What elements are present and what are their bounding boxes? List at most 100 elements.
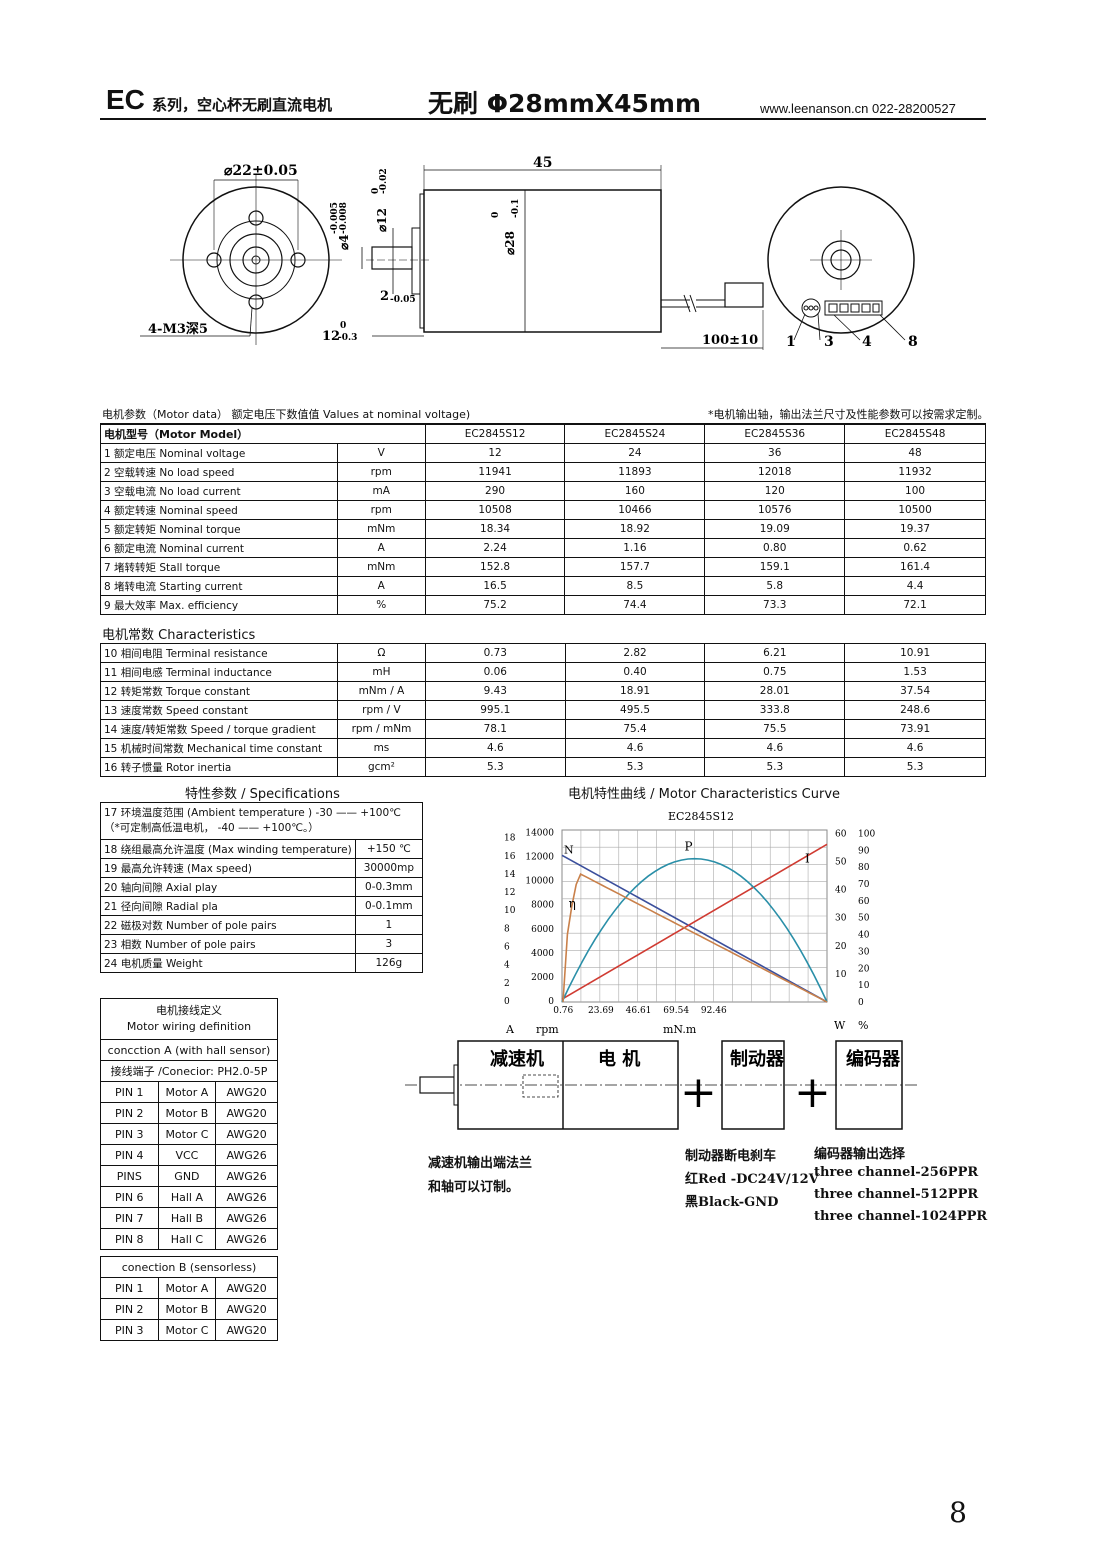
tick-label-w: 10 — [835, 970, 847, 980]
tick-label-pct: 10 — [858, 981, 870, 991]
row-value: 74.4 — [564, 595, 706, 615]
pin-wire: AWG20 — [215, 1298, 278, 1320]
pin-signal: GND — [157, 1165, 217, 1187]
row-value: 75.5 — [704, 719, 846, 739]
pin-signal: Motor A — [157, 1081, 217, 1103]
tick-label-a: 14 — [504, 870, 516, 880]
pin-number: PIN 1 — [100, 1277, 159, 1299]
spec-name: 23 相数 Number of pole pairs — [100, 934, 356, 954]
series-n-label: N — [564, 843, 574, 856]
tick-label-x: 92.46 — [701, 1006, 727, 1016]
series-n-line — [561, 854, 828, 1003]
row-value: 1.16 — [564, 538, 706, 558]
tick-label-rpm: 6000 — [531, 925, 554, 935]
connection-b-label: conection B (sensorless) — [100, 1256, 278, 1278]
svg-text:0: 0 — [340, 321, 346, 331]
row-value: 78.1 — [424, 719, 566, 739]
model-s48: EC2845S48 — [844, 423, 986, 444]
row-value: 0.62 — [844, 538, 986, 558]
row-unit: Ω — [336, 643, 426, 663]
motor-data-caption: 电机参数（Motor data） 额定电压下数值值 Values at nomi… — [102, 408, 471, 421]
assembly-diagram: 减速机 电 机 + 制动器 + 编码器 — [405, 1040, 920, 1130]
row-value: 19.09 — [704, 519, 846, 539]
tick-label-pct: 40 — [858, 931, 870, 941]
dim-holes: 4-M3深5 — [148, 321, 208, 337]
row-value: 75.4 — [564, 719, 706, 739]
pin-wire: AWG20 — [215, 1123, 278, 1145]
header-divider — [100, 118, 986, 120]
svg-text:-0.05: -0.05 — [390, 295, 416, 305]
unit-pct: % — [858, 1019, 868, 1032]
row-value: 248.6 — [844, 700, 986, 720]
brake-note-1: 制动器断电刹车 — [685, 1149, 777, 1164]
spec-17-line2: （*可定制高低温电机， -40 —— +100℃。） — [104, 822, 319, 834]
pin-signal: Hall B — [157, 1207, 217, 1229]
dim-boss-len: 2 — [380, 289, 389, 304]
row-name: 12 转矩常数 Torque constant — [100, 681, 338, 701]
spec-name: 18 绕组最高允许温度 (Max winding temperature) — [100, 839, 356, 859]
model-s36: EC2845S36 — [704, 423, 846, 444]
pin-signal: Motor B — [157, 1102, 217, 1124]
tick-label-pct: 50 — [858, 914, 870, 924]
dim-shaft-len: 12 — [322, 329, 340, 344]
row-value: 36 — [704, 443, 846, 463]
tick-label-rpm: 12000 — [525, 853, 554, 863]
row-value: 2.82 — [564, 643, 706, 663]
row-name: 2 空载转速 No load speed — [100, 462, 338, 482]
row-value: 2.24 — [424, 538, 566, 558]
svg-text:-0.1: -0.1 — [511, 199, 521, 218]
row-value: 5.3 — [704, 757, 846, 777]
tick-label-a: 6 — [504, 943, 510, 953]
row-value: 4.6 — [704, 738, 846, 758]
pin-label-3: 3 — [824, 334, 834, 350]
spec-value: 30000mp — [354, 858, 424, 878]
pin-signal: Motor A — [157, 1277, 217, 1299]
motor-label: 电 机 — [598, 1048, 640, 1070]
row-value: 0.40 — [564, 662, 706, 682]
tick-label-pct: 0 — [858, 998, 864, 1008]
brake-note-3: 黑Black-GND — [685, 1195, 779, 1210]
row-value: 12 — [424, 443, 566, 463]
svg-text:-0.3: -0.3 — [338, 333, 357, 343]
tick-label-a: 2 — [504, 979, 510, 989]
tick-label-rpm: 2000 — [531, 973, 554, 983]
rear-view: 1 3 4 8 — [767, 186, 918, 350]
chart-title: EC2845S12 — [668, 810, 734, 823]
row-name: 13 速度常数 Speed constant — [100, 700, 338, 720]
connector-label: 接线端子 /Conecior: PH2.0-5P — [100, 1060, 278, 1082]
pin-label-8: 8 — [908, 334, 918, 350]
tick-label-rpm: 0 — [548, 997, 554, 1007]
pin-signal: Hall A — [157, 1186, 217, 1208]
row-unit: ms — [336, 738, 426, 758]
specs-table: 17 环境温度范围 (Ambient temperature ) -30 —— … — [100, 802, 424, 973]
svg-text:0: 0 — [371, 188, 381, 194]
series-p-curve — [561, 857, 828, 1003]
tick-label-pct: 80 — [858, 863, 870, 873]
tick-label-w: 60 — [835, 829, 847, 839]
tick-label-w: 50 — [835, 858, 847, 868]
row-value: 73.3 — [704, 595, 846, 615]
encoder-note-2: three channel-256PPR — [814, 1165, 979, 1180]
encoder-note-1: 编码器输出选择 — [814, 1147, 906, 1162]
tick-label-rpm: 10000 — [525, 877, 554, 887]
spec-value: 1 — [354, 915, 424, 935]
encoder-label: 编码器 — [846, 1048, 901, 1070]
website-phone: www.leenanson.cn 022-28200527 — [760, 101, 956, 116]
characteristics-label: 电机常数 Characteristics — [102, 628, 256, 643]
row-value: 290 — [424, 481, 566, 501]
row-value: 495.5 — [564, 700, 706, 720]
row-value: 5.3 — [424, 757, 566, 777]
spec-value: 0-0.1mm — [354, 896, 424, 916]
